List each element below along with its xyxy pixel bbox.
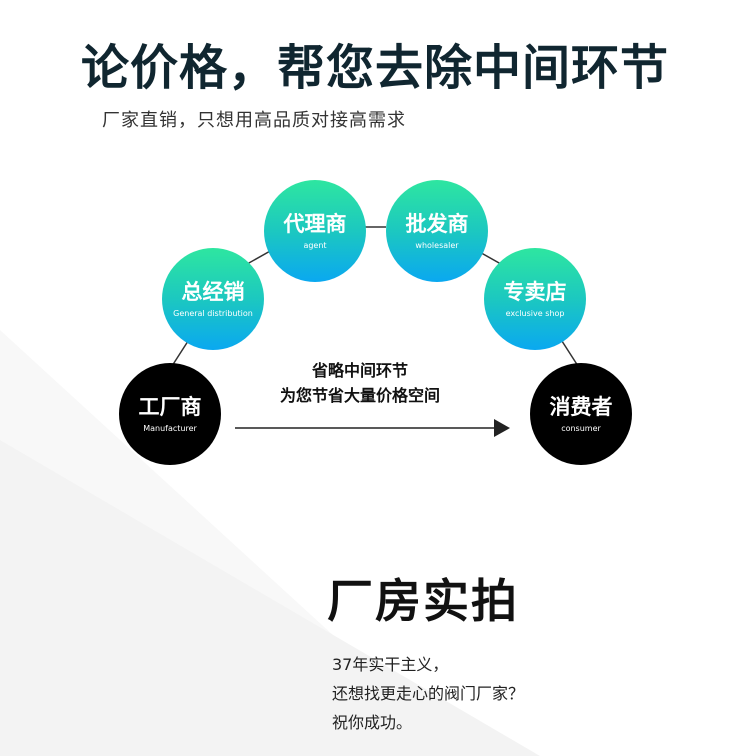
connector-exclusive-consumer bbox=[559, 337, 579, 367]
flow-arrow-head bbox=[494, 419, 510, 437]
section-description-line-3: 祝你成功。 bbox=[332, 713, 413, 732]
middle-caption: 省略中间环节 为您节省大量价格空间 bbox=[260, 358, 460, 408]
node-wholesaler-sublabel: wholesaler bbox=[415, 241, 459, 251]
node-exclusive-shop: 专卖店 exclusive shop bbox=[484, 248, 586, 350]
node-factory-sublabel: Manufacturer bbox=[143, 424, 197, 434]
section-title: 厂房实拍 bbox=[327, 574, 519, 628]
section-description: 37年实干主义， 还想找更走心的阀门厂家？ 祝你成功。 bbox=[332, 650, 524, 737]
node-agent-label: 代理商 bbox=[283, 211, 347, 236]
node-consumer-sublabel: consumer bbox=[561, 424, 601, 434]
node-factory: 工厂商 Manufacturer bbox=[119, 363, 221, 465]
node-consumer: 消费者 consumer bbox=[530, 363, 632, 465]
node-agent: 代理商 agent bbox=[264, 180, 366, 282]
node-exclusive-shop-label: 专卖店 bbox=[503, 279, 567, 304]
page-subline: 厂家直销，只想用高品质对接高需求 bbox=[102, 110, 406, 131]
node-consumer-label: 消费者 bbox=[549, 394, 613, 419]
section-description-line-2: 还想找更走心的阀门厂家？ bbox=[332, 684, 525, 703]
node-factory-label: 工厂商 bbox=[138, 394, 202, 419]
node-general-distribution-sublabel: General distribution bbox=[173, 309, 253, 319]
node-wholesaler: 批发商 wholesaler bbox=[386, 180, 488, 282]
node-general-distribution-label: 总经销 bbox=[181, 279, 245, 304]
page-headline: 论价格，帮您去除中间环节 bbox=[80, 40, 669, 96]
section-description-line-1: 37年实干主义， bbox=[332, 655, 449, 674]
node-agent-sublabel: agent bbox=[303, 241, 327, 251]
node-wholesaler-label: 批发商 bbox=[405, 211, 469, 236]
middle-caption-line-1: 省略中间环节 bbox=[311, 361, 408, 380]
node-exclusive-shop-sublabel: exclusive shop bbox=[505, 309, 565, 319]
middle-caption-line-2: 为您节省大量价格空间 bbox=[279, 386, 440, 405]
node-general-distribution: 总经销 General distribution bbox=[162, 248, 264, 350]
